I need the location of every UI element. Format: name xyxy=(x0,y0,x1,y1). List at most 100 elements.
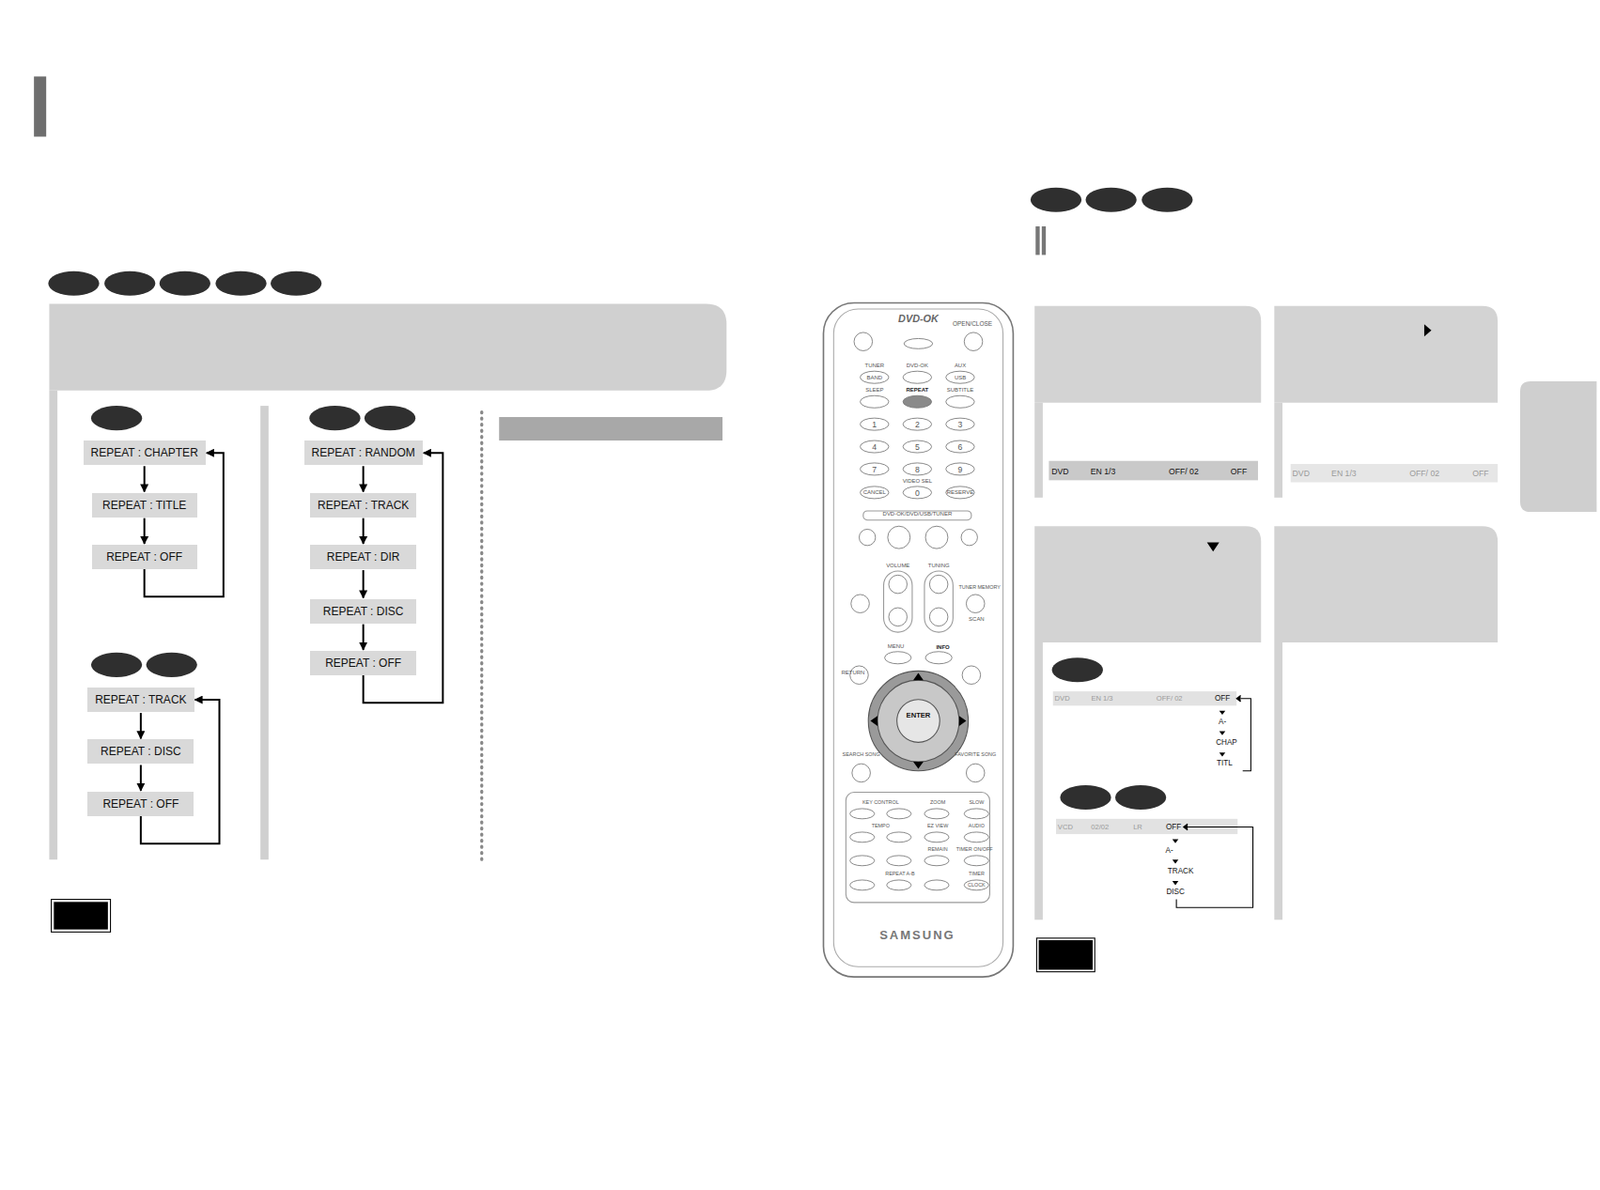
remote-control xyxy=(823,302,1013,978)
button-label: SEARCH SONG xyxy=(842,752,881,758)
mode-text: REPEAT : CHAPTER xyxy=(91,446,199,460)
remote-button xyxy=(963,332,983,352)
remote-button xyxy=(925,526,948,549)
mode-text: REPEAT : TRACK xyxy=(317,498,409,513)
mode-text: REPEAT : DIR xyxy=(326,550,401,564)
remote-button xyxy=(961,528,978,545)
remote-button xyxy=(963,855,989,867)
mode-text: REPEAT : TITLE xyxy=(102,498,187,513)
cycle-arrow xyxy=(139,764,142,791)
button-label: CANCEL xyxy=(863,490,886,497)
note-icon-frame xyxy=(51,900,111,933)
button-label: EZ VIEW xyxy=(927,823,948,829)
button-label: SLOW xyxy=(968,800,984,806)
cycle-arrow xyxy=(362,466,365,492)
button-label: RESERVE xyxy=(947,490,974,497)
remote-button xyxy=(851,594,870,614)
cycle-arrow xyxy=(140,699,220,844)
button-label: 5 xyxy=(915,442,920,451)
remote-button xyxy=(963,808,989,820)
remote-button xyxy=(850,832,875,843)
button-label: KEY CONTROL xyxy=(862,800,900,806)
display-text: OFF/ 02 xyxy=(1409,469,1440,479)
remote-button xyxy=(860,463,889,476)
mode-text: REPEAT : OFF xyxy=(102,797,179,811)
button-label: 8 xyxy=(915,465,920,474)
remote-button xyxy=(885,652,912,665)
header-band xyxy=(48,304,727,391)
remote-button xyxy=(924,832,949,843)
button-label: BAND xyxy=(866,375,883,382)
remote-button xyxy=(946,463,975,476)
divider-bar xyxy=(260,405,269,860)
remote-button xyxy=(902,371,932,384)
button-label: DVD-OK xyxy=(906,363,929,370)
button-label: INFO xyxy=(935,645,949,652)
repeat-mode-box: REPEAT : TITLE xyxy=(92,493,198,518)
mode-text: REPEAT : OFF xyxy=(106,550,183,564)
button-label: VOLUME xyxy=(885,563,910,570)
display-text: A- xyxy=(1218,718,1227,727)
mode-text: REPEAT : DISC xyxy=(100,745,182,759)
section-mark xyxy=(1041,226,1046,255)
display-text: EN 1/3 xyxy=(1090,695,1113,703)
display-text: TRACK xyxy=(1167,867,1195,875)
remote-button xyxy=(924,880,949,891)
repeat-mode-box: REPEAT : CHAPTER xyxy=(83,440,206,466)
cycle-arrow xyxy=(143,518,146,544)
remote-button xyxy=(886,880,912,891)
cycle-brackets xyxy=(1176,695,1253,908)
button-label: TUNING xyxy=(928,563,950,570)
remote-button xyxy=(946,418,975,431)
repeat-mode-box: REPEAT : TRACK xyxy=(87,687,194,713)
remote-button xyxy=(860,395,889,408)
button-label: CLOCK xyxy=(967,883,986,888)
remote-button xyxy=(929,574,948,594)
dotted-divider xyxy=(480,412,483,861)
title-bar xyxy=(33,76,47,137)
remote-button xyxy=(858,528,875,545)
button-label: 0 xyxy=(915,488,920,498)
button-label: TIMER ON/OFF xyxy=(956,847,994,853)
button-label: 3 xyxy=(958,419,964,429)
remote-button xyxy=(965,763,985,783)
remote-button xyxy=(963,832,989,843)
remote-button xyxy=(860,418,889,431)
cycle-arrow xyxy=(362,570,365,599)
display-text: EN 1/3 xyxy=(1090,466,1117,476)
step-panels xyxy=(1034,306,1597,973)
button-label: 2 xyxy=(915,419,920,429)
remote-button xyxy=(850,880,875,891)
remote-button xyxy=(946,486,975,499)
display-text: VCD xyxy=(1057,823,1073,832)
remote-button xyxy=(902,440,932,453)
display-text: A- xyxy=(1165,847,1174,855)
display-text: OFF xyxy=(1230,466,1247,476)
repeat-mode-box: REPEAT : RANDOM xyxy=(304,440,423,466)
display-text: TITL xyxy=(1216,760,1233,768)
display-text: DVD xyxy=(1055,695,1071,703)
remote-button xyxy=(903,338,933,349)
remote-button xyxy=(902,486,932,499)
display-text: LR xyxy=(1133,823,1143,832)
remote-button xyxy=(888,574,908,594)
display-text: 02/02 xyxy=(1090,823,1109,832)
remote-button xyxy=(946,371,975,384)
repeat-mode-box: REPEAT : OFF xyxy=(92,544,198,570)
repeat-mode-box: REPEAT : DISC xyxy=(87,739,194,764)
remote-button xyxy=(902,418,932,431)
display-text: OFF/ 02 xyxy=(1156,695,1183,703)
remote-button xyxy=(887,526,911,549)
repeat-mode-box: REPEAT : OFF xyxy=(87,792,194,817)
note-icon xyxy=(53,901,109,931)
button-label: AUDIO xyxy=(968,823,985,829)
remote-button xyxy=(886,808,912,820)
display-text: OFF/ 02 xyxy=(1168,466,1199,476)
repeat-mode-box: REPEAT : TRACK xyxy=(310,493,417,518)
button-label: SUBTITLE xyxy=(947,388,975,394)
button-label: USB xyxy=(954,375,966,382)
button-label: ENTER xyxy=(906,713,932,721)
remote-button xyxy=(963,880,989,891)
